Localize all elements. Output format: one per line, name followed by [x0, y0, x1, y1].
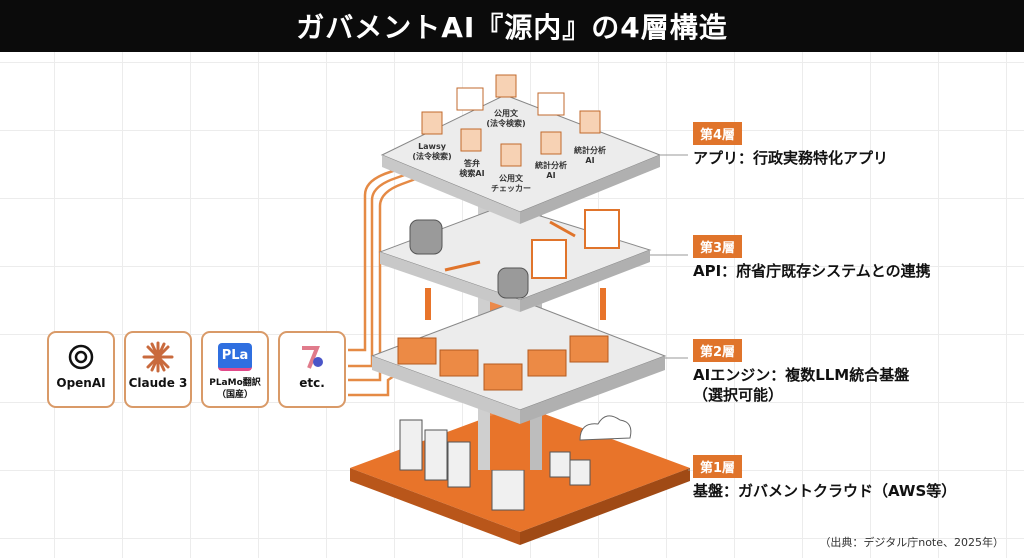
- page-title: ガバメントAI『源内』の4層構造: [296, 11, 728, 44]
- layer-badge: 第4層: [693, 122, 743, 145]
- layer-3-label: 第3層 API：府省庁既存システムとの連携: [693, 235, 931, 281]
- pie-chart-icon: [579, 110, 601, 134]
- search-icon: [460, 128, 482, 152]
- app-tokei2-sub: AI: [585, 156, 594, 165]
- model-card-claude: Claude 3: [124, 331, 192, 408]
- layer-4-platform: Lawsy (法令検索) 答弁 検索AI 公用文 (法令検索) 公用文 チェッカ…: [380, 74, 662, 224]
- app-tokei-sub: AI: [546, 171, 555, 180]
- model-card-openai: OpenAI: [47, 331, 115, 408]
- scale-icon: [421, 111, 443, 135]
- layer-description: 基盤：ガバメントクラウド（AWS等）: [693, 482, 957, 500]
- layer-description: AIエンジン：複数LLM統合基盤: [693, 366, 910, 384]
- layer-1-label: 第1層 基盤：ガバメントクラウド（AWS等）: [693, 455, 956, 501]
- app-koyo-label: 公用文: [494, 108, 519, 118]
- openai-logo-icon: [49, 340, 113, 374]
- browser-icon: [456, 87, 484, 111]
- app-koyo-sub: (法令検索): [486, 118, 525, 128]
- app-checker-label: 公用文: [499, 173, 524, 183]
- app-tokei-label: 統計分析: [535, 160, 567, 170]
- other-model-logo-icon: [280, 340, 344, 374]
- model-name: Claude 3: [128, 376, 188, 390]
- layer-badge: 第2層: [693, 339, 743, 362]
- app-tokei2-label: 統計分析: [574, 145, 606, 155]
- app-toben-sub: 検索AI: [459, 168, 484, 178]
- title-bar: ガバメントAI『源内』の4層構造: [0, 0, 1024, 52]
- document-edit-icon: [500, 143, 522, 167]
- data-flow-arrows: [425, 288, 606, 320]
- cloud-icon: [579, 415, 632, 441]
- layer-badge: 第1層: [693, 455, 743, 478]
- source-caption: （出典：デジタル庁note、2025年）: [819, 536, 1004, 549]
- model-card-plamo: PLa PLaMo翻訳（国産）: [201, 331, 269, 408]
- model-card-etc: etc.: [278, 331, 346, 408]
- layer-3-platform: [378, 204, 652, 312]
- browser-icon: [537, 92, 565, 116]
- bar-chart-icon: [540, 131, 562, 155]
- model-name: PLaMo翻訳（国産）: [209, 378, 261, 400]
- app-lawsy-sub: (法令検索): [412, 151, 451, 161]
- layer-badge: 第3層: [693, 235, 743, 258]
- layer-description: API：府省庁既存システムとの連携: [693, 262, 931, 280]
- app-lawsy-label: Lawsy: [418, 142, 447, 151]
- app-checker-sub: チェッカー: [491, 184, 531, 193]
- gear-document-icon: [495, 74, 517, 98]
- layer-description: アプリ：行政実務特化アプリ: [693, 149, 889, 167]
- model-name: OpenAI: [56, 376, 106, 390]
- model-name: etc.: [299, 376, 325, 390]
- leader-lines: [650, 154, 690, 471]
- plamo-logo-icon: PLa: [203, 340, 267, 374]
- claude-logo-icon: [126, 340, 190, 374]
- layer-description-sub: （選択可能）: [693, 386, 784, 404]
- layer-4-label: 第4層 アプリ：行政実務特化アプリ: [693, 122, 888, 168]
- layer-2-label: 第2層 AIエンジン：複数LLM統合基盤 （選択可能）: [693, 339, 909, 405]
- layer-2-platform: [370, 299, 667, 424]
- app-toben-label: 答弁: [464, 158, 480, 168]
